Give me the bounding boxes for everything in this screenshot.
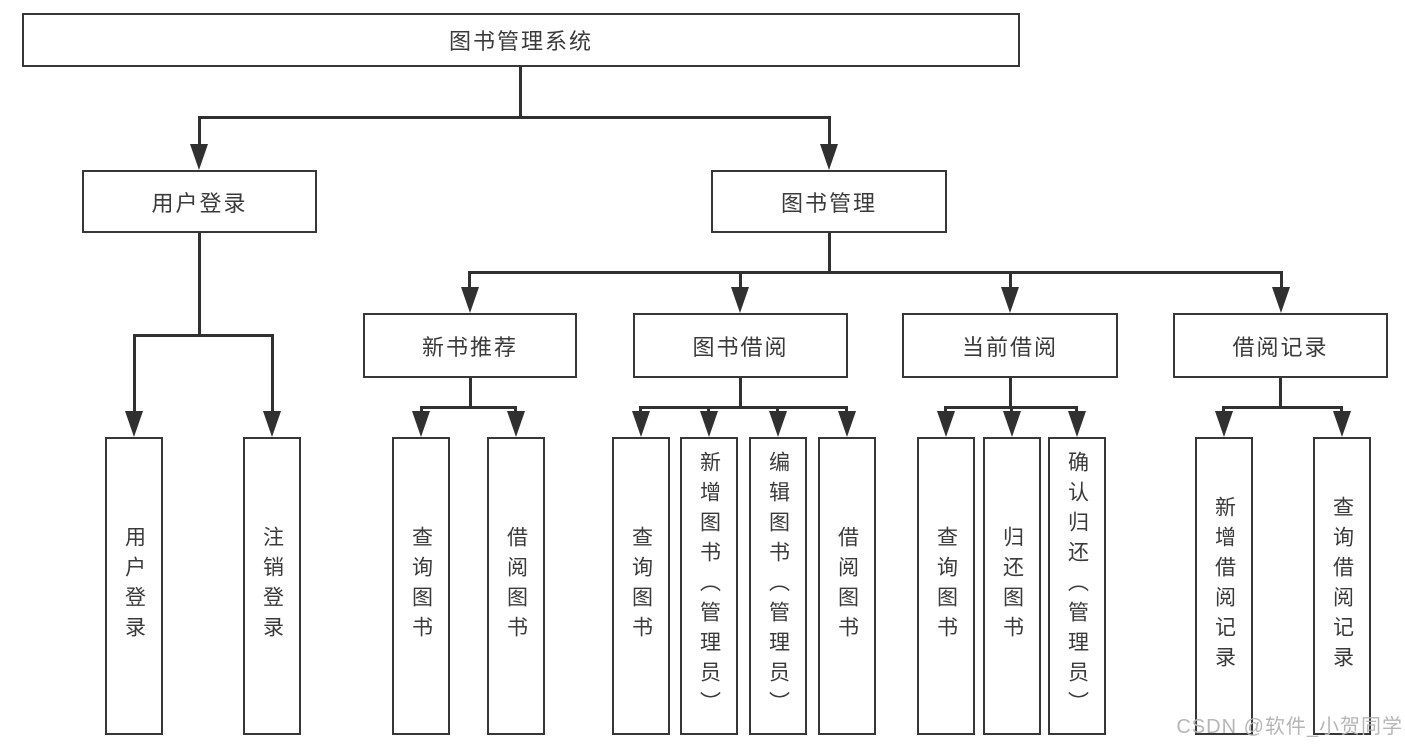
node-book-management: 图书管理: [711, 170, 947, 233]
connector-line: [776, 406, 779, 413]
arrow-down-icon: [507, 411, 525, 437]
connector-line: [198, 116, 201, 144]
node-current-borrow: 当前借阅: [902, 313, 1118, 378]
connector-line: [639, 406, 642, 413]
connector-line: [1009, 271, 1012, 287]
arrow-down-icon: [1333, 411, 1351, 437]
connector-line: [1223, 406, 1343, 409]
arrow-down-icon: [820, 144, 838, 170]
arrow-down-icon: [1068, 411, 1086, 437]
connector-line: [1010, 406, 1013, 413]
leaf-query-books-current: 查询图书: [917, 437, 975, 735]
connector-line: [420, 406, 423, 413]
connector-line: [514, 406, 517, 413]
connector-line: [1075, 406, 1078, 413]
connector-line: [420, 406, 517, 409]
connector-line: [469, 378, 472, 408]
connector-line: [739, 378, 742, 408]
leaf-query-books-recommend: 查询图书: [392, 437, 450, 735]
connector-line: [1279, 378, 1282, 408]
connector-line: [1340, 406, 1343, 413]
node-user-login: 用户登录: [82, 170, 317, 233]
arrow-down-icon: [1272, 287, 1290, 313]
arrow-down-icon: [937, 411, 955, 437]
arrow-down-icon: [412, 411, 430, 437]
arrow-down-icon: [190, 144, 208, 170]
node-book-borrow: 图书借阅: [633, 313, 848, 378]
arrow-down-icon: [731, 287, 749, 313]
connector-line: [944, 406, 947, 413]
connector-line: [468, 271, 471, 287]
connector-line: [519, 67, 522, 118]
connector-line: [133, 334, 274, 337]
leaf-return-books: 归还图书: [983, 437, 1041, 735]
connector-line: [845, 406, 848, 413]
leaf-borrow-books-recommend: 借阅图书: [487, 437, 545, 735]
arrow-down-icon: [263, 411, 281, 437]
connector-line: [133, 334, 136, 411]
connector-line: [707, 406, 710, 413]
connector-line: [1009, 378, 1012, 408]
arrow-down-icon: [1215, 411, 1233, 437]
node-borrow-records: 借阅记录: [1173, 313, 1388, 378]
node-root-library-system: 图书管理系统: [22, 13, 1020, 67]
connector-line: [198, 233, 201, 336]
leaf-add-books-admin: 新增图书（管理员）: [680, 437, 738, 735]
connector-line: [1222, 406, 1225, 413]
leaf-query-books-borrow: 查询图书: [612, 437, 670, 735]
connector-line: [640, 406, 848, 409]
connector-line: [271, 334, 274, 411]
arrow-down-icon: [769, 411, 787, 437]
leaf-user-login: 用户登录: [105, 437, 163, 735]
connector-line: [1280, 271, 1283, 287]
leaf-logout: 注销登录: [243, 437, 301, 735]
watermark: CSDN @软件_小贺同学: [1176, 716, 1403, 738]
connector-line: [198, 116, 831, 119]
arrow-down-icon: [1001, 287, 1019, 313]
connector-line: [739, 271, 742, 287]
leaf-borrow-books-borrow: 借阅图书: [818, 437, 876, 735]
arrow-down-icon: [461, 287, 479, 313]
leaf-query-borrow-record: 查询借阅记录: [1313, 437, 1371, 735]
arrow-down-icon: [838, 411, 856, 437]
arrow-down-icon: [632, 411, 650, 437]
connector-line: [468, 271, 1282, 274]
arrow-down-icon: [1003, 411, 1021, 437]
node-new-book-recommend: 新书推荐: [363, 313, 577, 378]
leaf-confirm-return-admin: 确认归还（管理员）: [1048, 437, 1106, 735]
arrow-down-icon: [125, 411, 143, 437]
connector-line: [828, 116, 831, 144]
leaf-add-borrow-record: 新增借阅记录: [1195, 437, 1253, 735]
leaf-edit-books-admin: 编辑图书（管理员）: [749, 437, 807, 735]
connector-line: [828, 233, 831, 273]
arrow-down-icon: [700, 411, 718, 437]
